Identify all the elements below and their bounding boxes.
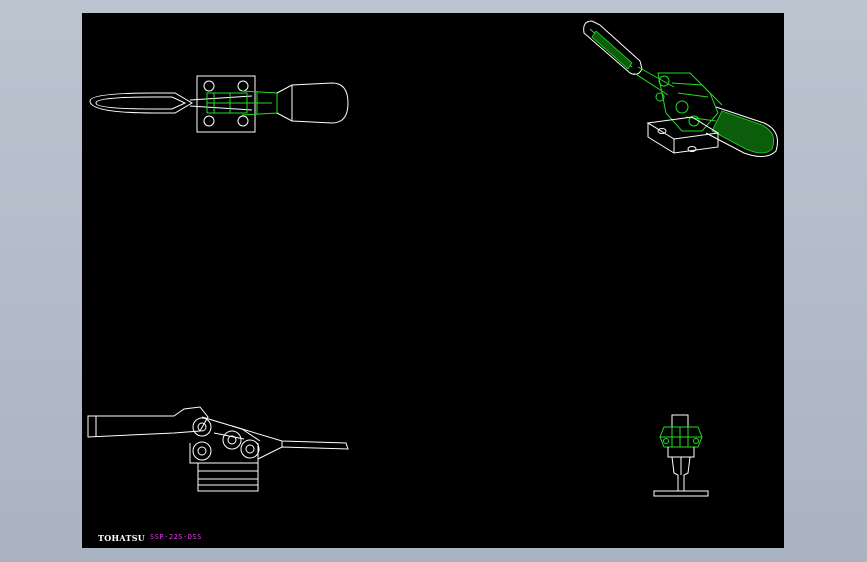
cad-drawing (87, 20, 778, 497)
brand-label: TOHATSU (98, 533, 146, 543)
part-number-label: SSP-22S-DSS (150, 533, 202, 541)
drawing-canvas[interactable]: TOHATSU SSP-22S-DSS (82, 13, 784, 548)
front-view (653, 414, 709, 497)
side-view (87, 406, 349, 492)
isometric-view (583, 20, 778, 157)
top-view (89, 75, 349, 133)
